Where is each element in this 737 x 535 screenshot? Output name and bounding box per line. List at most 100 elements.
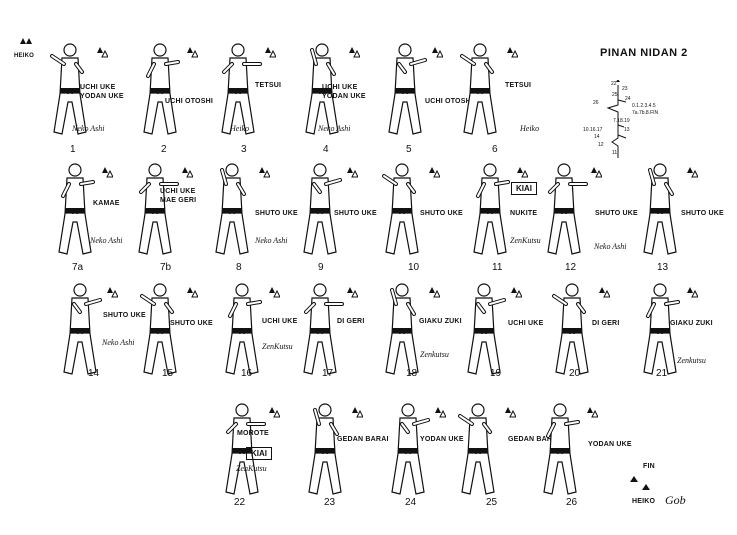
direction-arrow-icon <box>262 44 276 58</box>
karate-figure-icon <box>464 282 510 382</box>
technique-label: MAE GERI <box>160 197 197 204</box>
direction-arrow-icon <box>684 164 698 178</box>
figure-number: 20 <box>569 368 581 379</box>
stance-label: ZenKutsu <box>510 236 541 245</box>
karate-figure-icon <box>140 282 186 382</box>
stance-label: Zenkutsu <box>677 356 706 365</box>
technique-label: YODAN UKE <box>322 93 366 100</box>
diagram-label-22: 22 <box>611 81 617 87</box>
stance-label: Heiko <box>230 124 250 133</box>
karate-figure-icon <box>60 282 106 382</box>
figure-number: 19 <box>490 368 502 379</box>
karate-figure-icon <box>50 42 96 142</box>
direction-arrow-icon <box>684 284 698 298</box>
figure-number: 14 <box>88 368 100 379</box>
fin-label: FIN <box>643 463 655 470</box>
direction-arrow-icon <box>346 44 360 58</box>
diagram-label-26: 26 <box>593 100 599 106</box>
karate-figure-icon <box>385 42 431 142</box>
direction-arrow-icon <box>508 284 522 298</box>
direction-arrow-icon <box>502 404 516 418</box>
karate-figure-icon <box>388 402 434 502</box>
technique-label: DI GERI <box>592 320 620 327</box>
diagram-label-13: 13 <box>624 127 630 133</box>
direction-arrow-icon <box>184 284 198 298</box>
diagram-label-sequence-b: 7a.7b.8.FIN <box>632 110 659 116</box>
direction-arrow-icon <box>432 404 446 418</box>
direction-arrow-icon <box>514 164 528 178</box>
kiai-box: KIAI <box>511 182 537 195</box>
technique-label: SHUTO UKE <box>170 320 213 327</box>
figure-number: 22 <box>234 497 246 508</box>
technique-label: YODAN UKE <box>80 93 124 100</box>
karate-figure-icon <box>300 282 346 382</box>
figure-number: 7a <box>72 262 84 273</box>
karate-figure-icon <box>540 402 586 502</box>
figure-number: 6 <box>492 144 498 155</box>
karate-figure-icon <box>222 402 268 502</box>
direction-arrow-icon <box>344 164 358 178</box>
direction-arrow-icon <box>266 284 280 298</box>
karate-figure-icon <box>140 42 186 142</box>
direction-arrow-icon <box>596 284 610 298</box>
stance-label: Neko Ashi <box>255 236 288 245</box>
figure-number: 25 <box>486 497 498 508</box>
stance-label: ZenKutsu <box>262 342 293 351</box>
figure-number: 5 <box>406 144 412 155</box>
start-heiko-label: HEIKO <box>14 53 35 59</box>
technique-label: GEDAN BARAI <box>508 436 560 443</box>
diagram-label-23: 23 <box>622 86 628 92</box>
diagram-label-sequence-c: 7.18.19 <box>613 118 630 124</box>
karate-figure-icon <box>470 162 516 262</box>
technique-label: SHUTO UKE <box>595 210 638 217</box>
figure-number: 23 <box>324 497 336 508</box>
direction-arrow-icon <box>584 404 598 418</box>
diagram-label-14: 14 <box>594 134 600 140</box>
technique-label: KAMAE <box>93 200 120 207</box>
technique-label: UCHI UKE <box>322 84 358 91</box>
diagram-label-12: 12 <box>598 142 604 148</box>
figure-number: 16 <box>241 368 253 379</box>
direction-arrow-icon <box>104 284 118 298</box>
direction-arrow-icon <box>266 404 280 418</box>
karate-figure-icon <box>640 162 686 262</box>
technique-label: SHUTO UKE <box>103 312 146 319</box>
technique-label: TETSUI <box>505 82 532 89</box>
karate-figure-icon <box>552 282 598 382</box>
karate-figure-icon <box>640 282 686 382</box>
technique-label: GIAKU ZUKI <box>419 318 462 325</box>
karate-figure-icon <box>300 162 346 262</box>
technique-label: GIAKU ZUKI <box>670 320 713 327</box>
diagram-label-sequence-d: 10.16.17 <box>583 127 603 133</box>
figure-number: 2 <box>161 144 167 155</box>
technique-label: DI GERI <box>337 318 365 325</box>
technique-label: YODAN UKE <box>420 436 464 443</box>
karate-figure-icon <box>135 162 181 262</box>
diagram-label-25: 25 <box>612 92 618 98</box>
direction-arrow-icon <box>179 164 193 178</box>
figure-number: 7b <box>160 262 172 273</box>
direction-arrow-icon <box>94 44 108 58</box>
technique-label: SHUTO UKE <box>420 210 463 217</box>
technique-label: UCHI UKE <box>80 84 116 91</box>
fin-heiko-label: HEIKO <box>632 498 656 505</box>
technique-label: UCHI UKE <box>508 320 544 327</box>
karate-figure-icon <box>305 402 351 502</box>
figure-number: 12 <box>565 262 577 273</box>
direction-arrow-icon <box>426 284 440 298</box>
figure-number: 10 <box>408 262 420 273</box>
karate-figure-icon <box>302 42 348 142</box>
direction-arrow-icon <box>344 284 358 298</box>
technique-label: TETSUI <box>255 82 282 89</box>
direction-arrow-icon <box>184 44 198 58</box>
technique-label: NUKITE <box>510 210 538 217</box>
figure-number: 24 <box>405 497 417 508</box>
technique-label: MOROTE <box>237 430 269 437</box>
direction-arrow-icon <box>99 164 113 178</box>
page-title: PINAN NIDAN 2 <box>600 47 688 59</box>
direction-arrow-icon <box>349 404 363 418</box>
figure-number: 18 <box>406 368 418 379</box>
stance-label: Neko Ashi <box>102 338 135 347</box>
diagram-label-24: 24 <box>625 96 631 102</box>
